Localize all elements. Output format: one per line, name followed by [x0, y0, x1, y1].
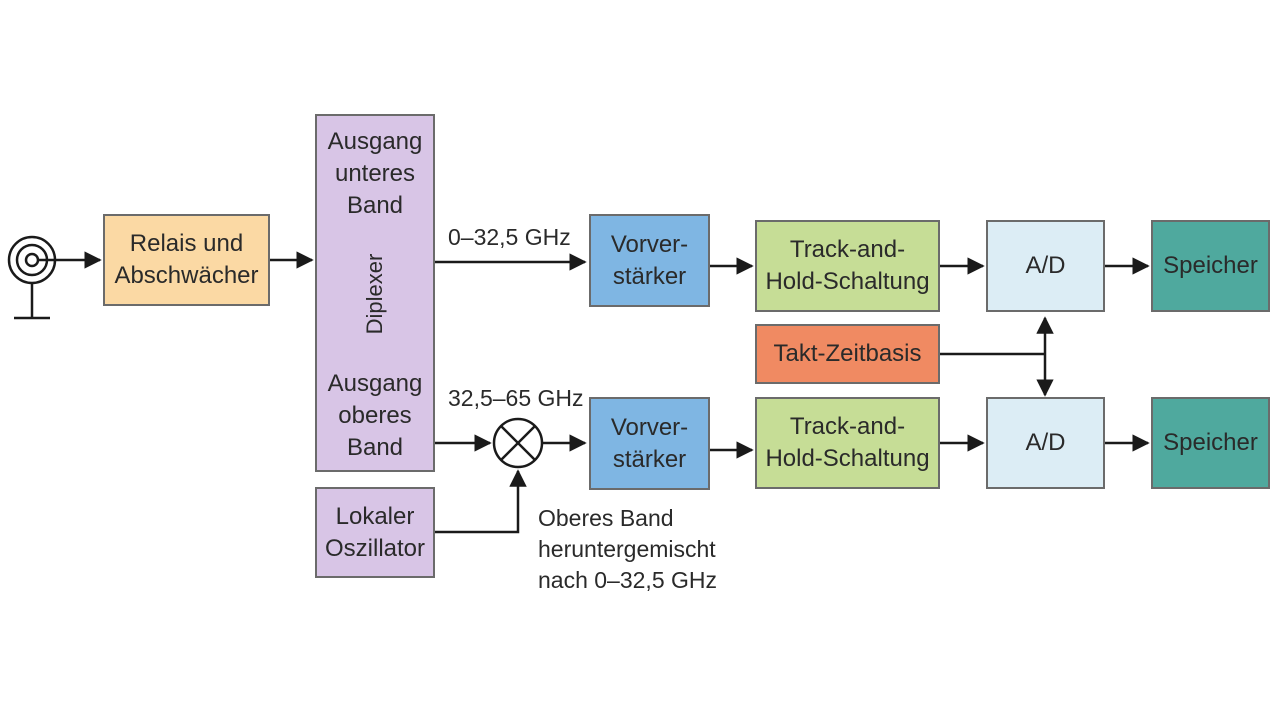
ad-top-block: A/D — [986, 220, 1105, 312]
speicher-top-block: Speicher — [1151, 220, 1270, 312]
vorverstaerker-top-block: Vorver- stärker — [589, 214, 710, 307]
diplexer-block: Ausgang unteres Band Diplexer Ausgang ob… — [315, 114, 435, 472]
vorverstaerker-bottom-block: Vorver- stärker — [589, 397, 710, 490]
relais-block: Relais und Abschwächer — [103, 214, 270, 306]
track-hold-top-label: Track-and- Hold-Schaltung — [765, 236, 930, 295]
antenna-icon — [7, 235, 57, 320]
track-hold-bottom-label: Track-and- Hold-Schaltung — [765, 413, 930, 472]
ad-top-label: A/D — [1025, 252, 1066, 279]
speicher-top-label: Speicher — [1163, 252, 1258, 279]
mix-note-label: Oberes Band heruntergemischt nach 0–32,5… — [538, 505, 718, 593]
takt-zeitbasis-block: Takt-Zeitbasis — [755, 324, 940, 384]
ad-bottom-block: A/D — [986, 397, 1105, 489]
takt-zeitbasis-label: Takt-Zeitbasis — [773, 340, 922, 367]
vorverstaerker-bottom-label: Vorver- stärker — [610, 413, 689, 473]
speicher-bottom-block: Speicher — [1151, 397, 1270, 489]
upper-band-label: 32,5–65 GHz — [448, 385, 584, 411]
lower-band-label: 0–32,5 GHz — [448, 224, 571, 250]
diplexer-label: Diplexer — [362, 253, 387, 335]
track-hold-top-block: Track-and- Hold-Schaltung — [755, 220, 940, 312]
oszillator-label: Lokaler Oszillator — [324, 502, 426, 562]
mixer-icon — [492, 417, 544, 469]
vorverstaerker-top-label: Vorver- stärker — [610, 230, 689, 290]
track-hold-bottom-block: Track-and- Hold-Schaltung — [755, 397, 940, 489]
diplexer-output-lower-label: Ausgang unteres Band — [327, 128, 423, 219]
relais-label: Relais und Abschwächer — [114, 230, 259, 289]
wire-oszillator-mixer — [435, 469, 527, 534]
ad-bottom-label: A/D — [1025, 429, 1066, 456]
diplexer-output-upper-label: Ausgang oberes Band — [327, 370, 423, 461]
oszillator-block: Lokaler Oszillator — [315, 487, 435, 578]
speicher-bottom-label: Speicher — [1163, 429, 1258, 456]
